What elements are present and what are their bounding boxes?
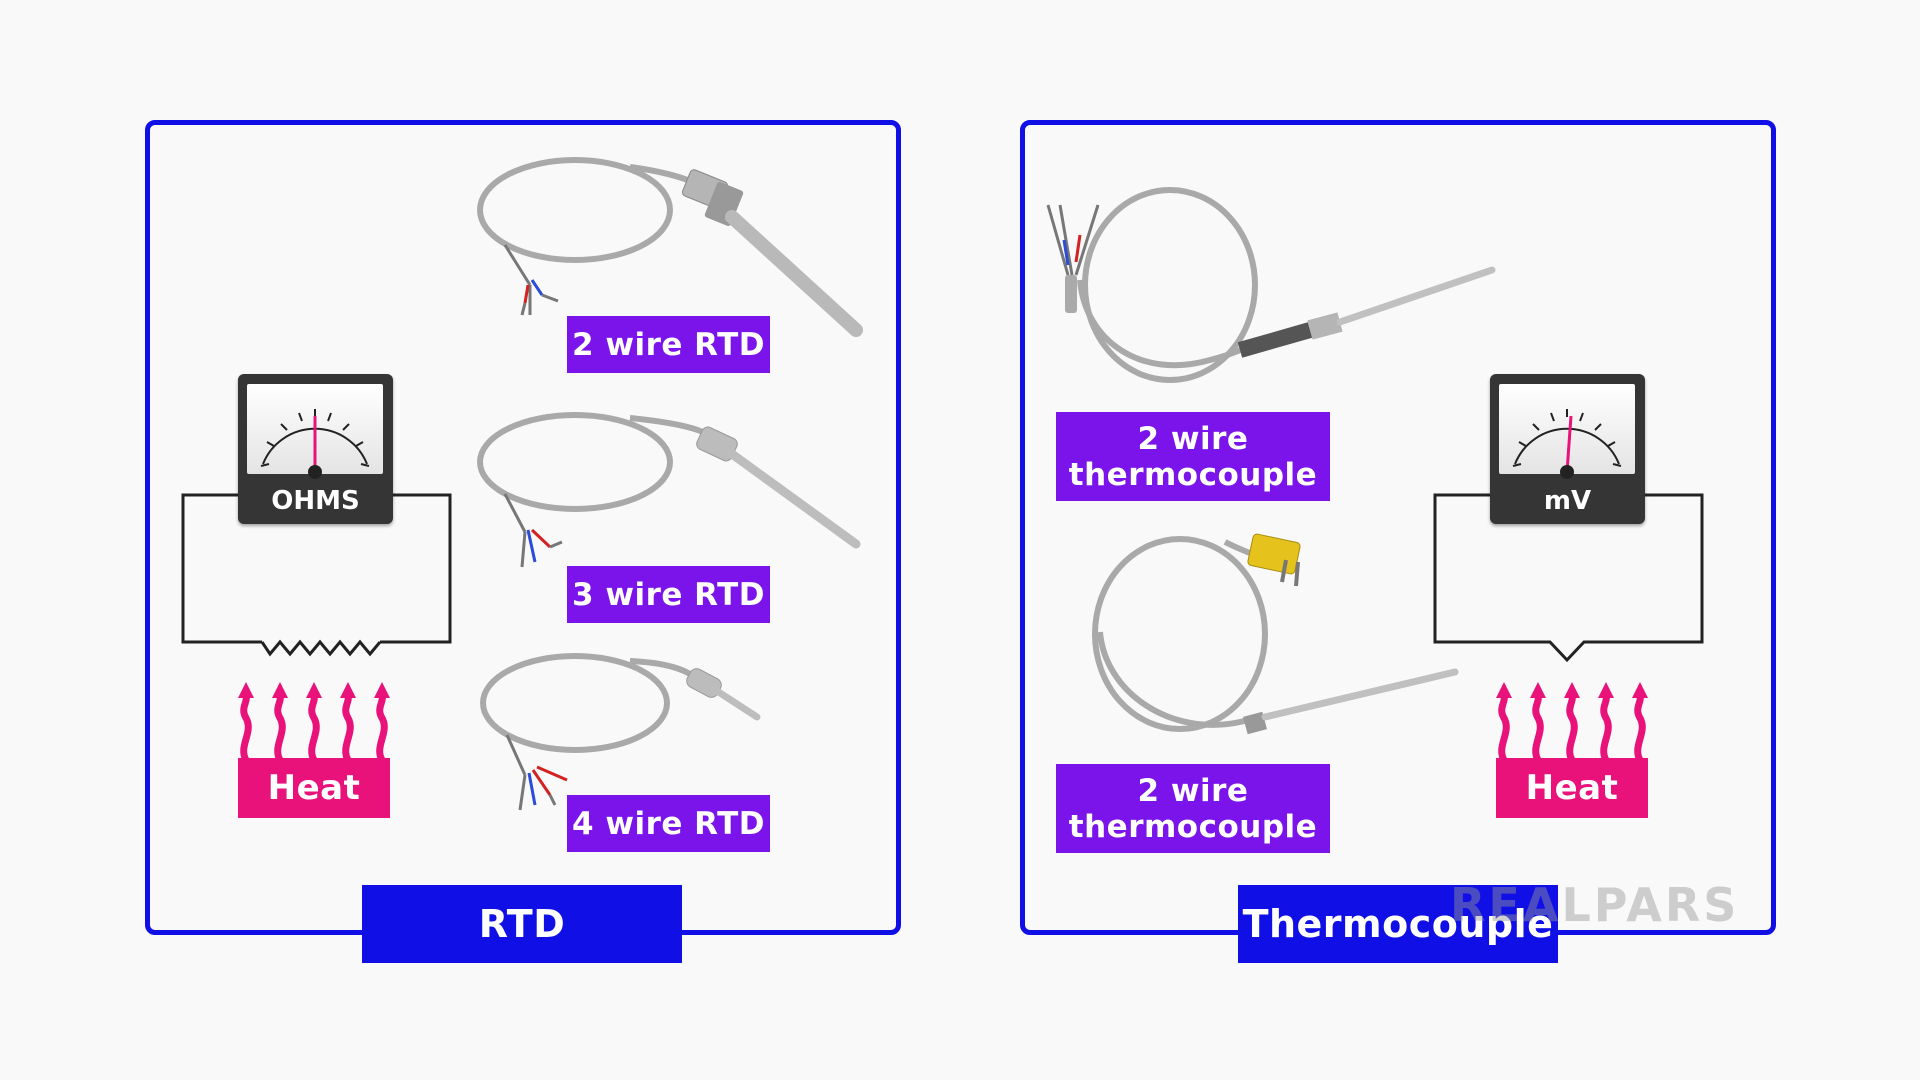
gauge-scale-icon [260, 409, 370, 479]
meter-dial [247, 384, 383, 479]
gauge-needle [1565, 415, 1573, 473]
heat-arrows-icon [238, 682, 390, 762]
rtd-3wire-probe-icon [477, 412, 861, 568]
thermocouple-probe-2-icon [1092, 533, 1459, 735]
meter-dial [1499, 384, 1635, 479]
label-line-1: 2 wire [1137, 772, 1249, 809]
gauge-scale-icon [1512, 409, 1622, 479]
rtd-title: RTD [362, 885, 682, 963]
yellow-connector [1247, 533, 1301, 575]
heat-arrows-icon [1496, 682, 1648, 762]
meter-unit-label: mV [1543, 486, 1592, 516]
tc-circuit-wire [1433, 493, 1704, 663]
thermocouple-2-label: 2 wire thermocouple [1056, 764, 1330, 853]
rtd-heat-label: Heat [238, 758, 390, 818]
ohms-meter: OHMS [238, 374, 393, 524]
rtd-circuit-wire [181, 493, 262, 644]
rtd-4wire-label: 4 wire RTD [567, 795, 770, 852]
meter-unit-label: OHMS [271, 486, 360, 516]
rtd-2wire-label: 2 wire RTD [567, 316, 770, 373]
watermark-logo: REALPARS [1450, 878, 1740, 932]
label-line-2: thermocouple [1068, 808, 1318, 845]
rtd-4wire-probe-icon [480, 653, 761, 811]
tc-heat-label: Heat [1496, 758, 1648, 818]
mv-meter: mV [1490, 374, 1645, 524]
thermocouple-probe-1-icon [1046, 187, 1496, 383]
resistor-symbol [260, 639, 382, 657]
rtd-circuit-wire-right [380, 493, 452, 644]
thermocouple-title: Thermocouple [1238, 885, 1558, 963]
thermocouple-1-label: 2 wire thermocouple [1056, 412, 1330, 501]
label-line-1: 2 wire [1137, 420, 1249, 457]
rtd-3wire-label: 3 wire RTD [567, 566, 770, 623]
label-line-2: thermocouple [1068, 456, 1318, 493]
rtd-2wire-probe-icon [477, 157, 863, 337]
